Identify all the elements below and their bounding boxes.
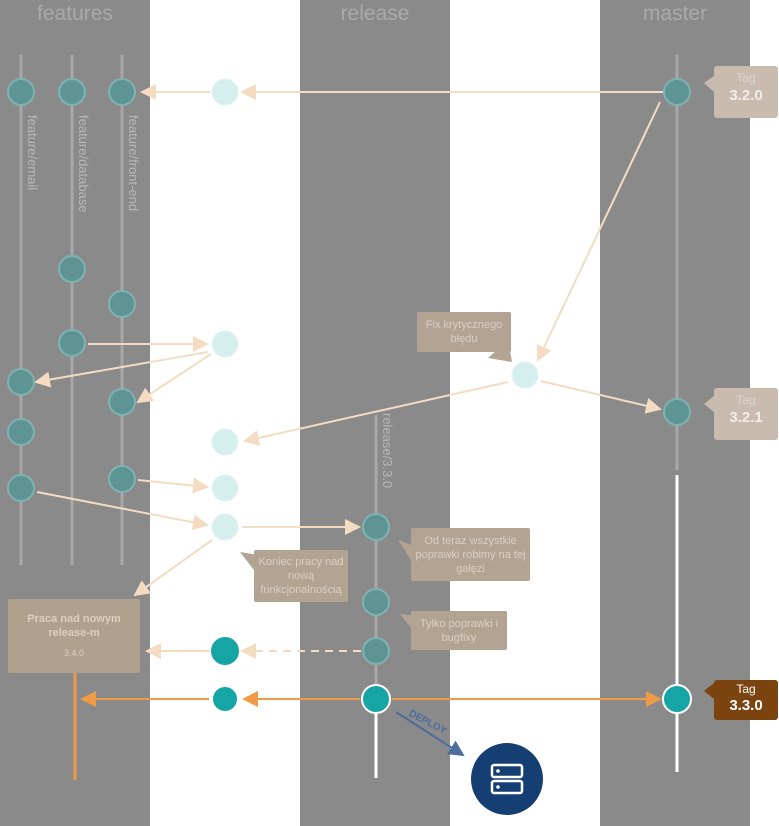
commit-develop-4 (211, 474, 239, 502)
tag-321-pointer (704, 396, 714, 412)
commit-database-2 (58, 255, 86, 283)
commit-develop-2 (211, 330, 239, 358)
end-work-note-pointer (240, 552, 258, 570)
commit-develop-5 (211, 513, 239, 541)
from-now-note-pointer (398, 540, 411, 560)
tag-321: Tag 3.2.1 (714, 388, 778, 440)
features-column-title: features (37, 2, 113, 25)
commit-release-3 (362, 637, 390, 665)
tag-330: Tag 3.3.0 (714, 680, 778, 720)
commit-email-1 (7, 78, 35, 106)
only-fixes-note-pointer (400, 614, 411, 628)
commit-develop-6 (211, 637, 239, 665)
server-icon (471, 743, 543, 815)
tag-320-version: 3.2.0 (729, 87, 763, 104)
commit-master-330 (662, 684, 692, 714)
commit-master-321 (663, 398, 691, 426)
branch-label-email: feature/email (25, 115, 40, 191)
commit-hotfix (511, 361, 539, 389)
branch-label-frontend: feature/front-end (126, 115, 141, 212)
commit-release-1 (362, 513, 390, 541)
next-release-note-text: Praca nad nowym release-m (27, 613, 121, 639)
release-column-title: release (340, 2, 410, 25)
tag-330-label: Tag (736, 682, 756, 696)
commit-develop-3 (211, 428, 239, 456)
commit-database-1 (58, 78, 86, 106)
master-column-title: master (642, 2, 708, 25)
tag-320-pointer (704, 76, 714, 92)
commit-email-3 (7, 418, 35, 446)
next-release-note: Praca nad nowym release-m 3.4.0 (8, 599, 140, 673)
end-work-note: Koniec pracy nad nową funkcjonalnością (254, 550, 348, 602)
commit-email-2 (7, 368, 35, 396)
from-now-note: Od teraz wszystkie poprawki robimy na te… (411, 528, 530, 581)
branch-label-database: feature/database (76, 115, 91, 213)
commit-frontend-2 (108, 290, 136, 318)
commit-release-2 (362, 588, 390, 616)
deploy-arrow-icon (395, 711, 465, 757)
hotfix-note: Fix krytycznego błędu (417, 312, 511, 352)
commit-database-3 (58, 329, 86, 357)
commit-frontend-4 (108, 465, 136, 493)
commit-develop-1 (211, 78, 239, 106)
commit-email-4 (7, 474, 35, 502)
branch-label-release: release/3.3.0 (380, 413, 395, 489)
next-release-version: 3.4.0 (63, 648, 85, 658)
tag-330-version: 3.3.0 (729, 697, 763, 714)
tag-321-label: Tag (736, 393, 756, 407)
faded-arrows (34, 84, 663, 659)
tag-320: Tag 3.2.0 (714, 66, 778, 118)
commit-master-320 (663, 78, 691, 106)
tag-320-label: Tag (736, 71, 756, 85)
commit-frontend-3 (108, 388, 136, 416)
commit-frontend-1 (108, 78, 136, 106)
tag-330-pointer (704, 683, 714, 699)
commit-release-final (361, 684, 391, 714)
only-fixes-note: Tylko poprawki i bugfixy (411, 611, 507, 650)
tag-321-version: 3.2.1 (729, 409, 763, 426)
commit-develop-7 (211, 685, 239, 713)
